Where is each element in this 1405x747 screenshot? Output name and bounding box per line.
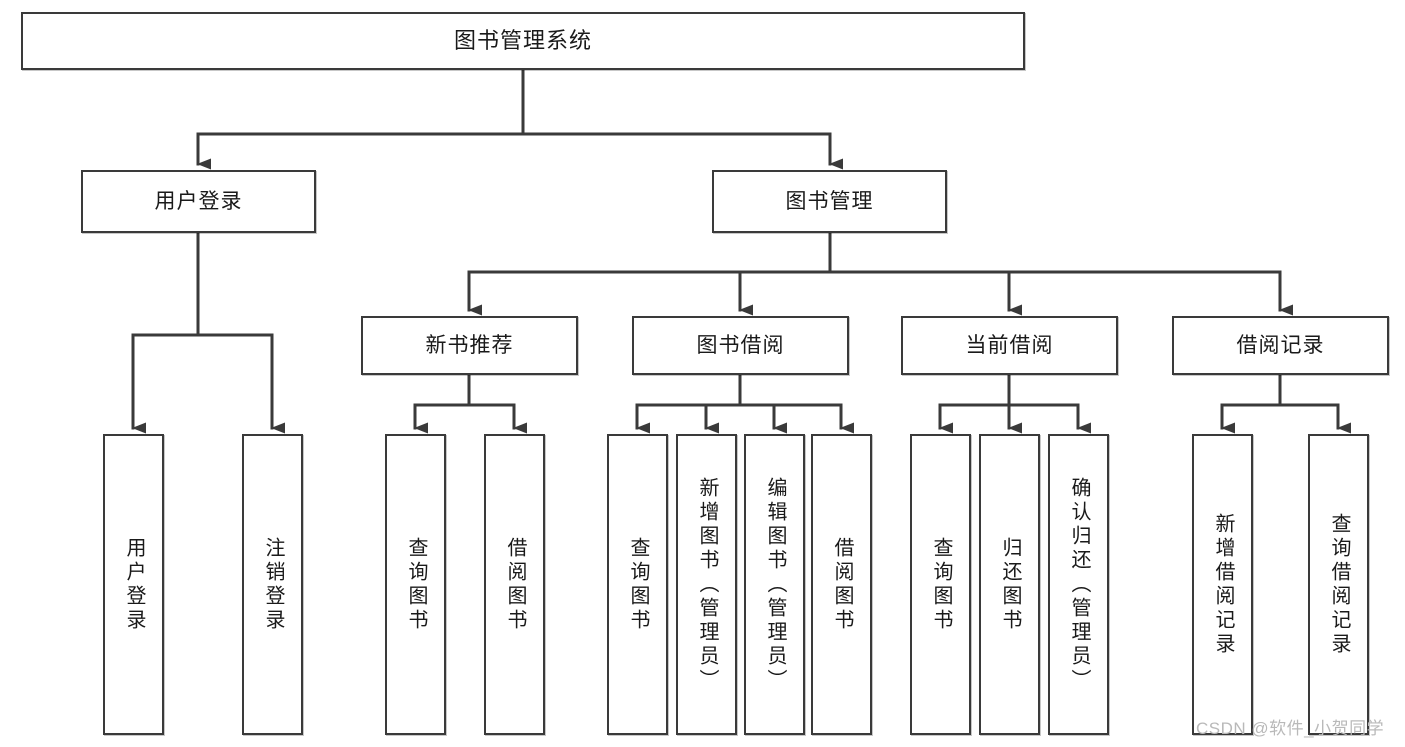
leaf-label: 新增图书（管理员）	[696, 476, 718, 693]
leaf-label: 查询图书	[627, 536, 649, 633]
node-label: 借阅记录	[1236, 333, 1325, 357]
leaf-current-return-book[interactable]: 归还图书	[979, 434, 1040, 735]
node-user-login[interactable]: 用户登录	[81, 170, 316, 233]
leaf-borrow-query-book[interactable]: 查询图书	[607, 434, 668, 735]
leaf-current-query-book[interactable]: 查询图书	[910, 434, 971, 735]
node-label: 图书管理系统	[453, 27, 592, 53]
leaf-label: 用户登录	[123, 536, 145, 633]
leaf-records-add-record[interactable]: 新增借阅记录	[1192, 434, 1253, 735]
leaf-borrow-add-book-admin[interactable]: 新增图书（管理员）	[676, 434, 737, 735]
node-label: 图书管理	[785, 189, 874, 213]
leaf-label: 归还图书	[999, 536, 1021, 633]
leaf-label: 查询图书	[930, 536, 952, 633]
node-label: 当前借阅	[965, 333, 1054, 357]
leaf-user-login-logout[interactable]: 注销登录	[242, 434, 303, 735]
node-borrowing-records[interactable]: 借阅记录	[1172, 316, 1389, 375]
leaf-new-books-borrow-book[interactable]: 借阅图书	[484, 434, 545, 735]
node-new-book-recommendation[interactable]: 新书推荐	[361, 316, 578, 375]
leaf-label: 查询借阅记录	[1328, 512, 1350, 657]
node-root-book-management-system[interactable]: 图书管理系统	[21, 12, 1025, 70]
node-label: 用户登录	[154, 189, 243, 213]
leaf-borrow-edit-book-admin[interactable]: 编辑图书（管理员）	[744, 434, 805, 735]
node-label: 新书推荐	[425, 333, 514, 357]
watermark-text: CSDN @软件_小贺同学	[1196, 719, 1385, 738]
node-current-borrowing[interactable]: 当前借阅	[901, 316, 1118, 375]
leaf-label: 确认归还（管理员）	[1068, 476, 1090, 693]
leaf-label: 借阅图书	[831, 536, 853, 633]
leaf-new-books-query-book[interactable]: 查询图书	[385, 434, 446, 735]
leaf-label: 编辑图书（管理员）	[764, 476, 786, 693]
leaf-label: 借阅图书	[504, 536, 526, 633]
leaf-label: 查询图书	[405, 536, 427, 633]
leaf-label: 新增借阅记录	[1212, 512, 1234, 657]
leaf-records-query-record[interactable]: 查询借阅记录	[1308, 434, 1369, 735]
leaf-borrow-borrow-book[interactable]: 借阅图书	[811, 434, 872, 735]
node-label: 图书借阅	[696, 333, 785, 357]
leaf-user-login-login[interactable]: 用户登录	[103, 434, 164, 735]
node-book-borrowing[interactable]: 图书借阅	[632, 316, 849, 375]
leaf-label: 注销登录	[262, 536, 284, 633]
leaf-current-confirm-return-admin[interactable]: 确认归还（管理员）	[1048, 434, 1109, 735]
node-book-management[interactable]: 图书管理	[712, 170, 947, 233]
